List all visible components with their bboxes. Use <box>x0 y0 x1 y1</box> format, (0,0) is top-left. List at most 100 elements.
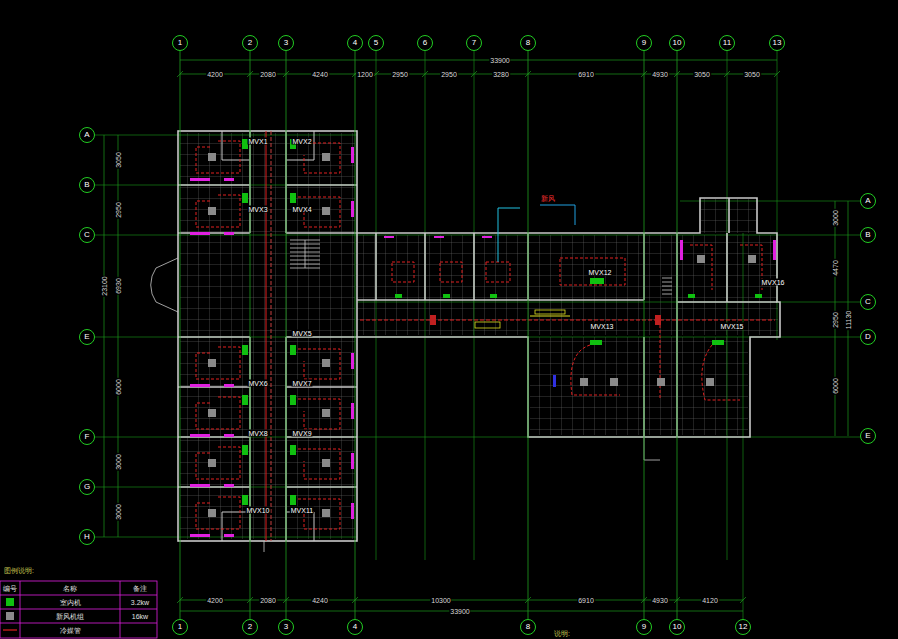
axis-line <box>644 51 645 619</box>
equipment-unit <box>384 236 776 387</box>
axis-bubble: A <box>79 127 95 143</box>
axis-bubble: 9 <box>636 619 652 635</box>
dimension-line <box>177 71 780 77</box>
axis-line <box>355 51 356 619</box>
equipment-unit <box>553 375 556 387</box>
dimension-label: 3050 <box>743 71 761 78</box>
axis-label: F <box>85 433 90 441</box>
dimension-label: 4200 <box>206 597 224 604</box>
axis-label: A <box>865 197 870 205</box>
equipment-unit <box>590 278 604 284</box>
axis-bubble: 13 <box>769 35 785 51</box>
axis-bubble: C <box>860 294 876 310</box>
equipment-unit <box>680 240 683 260</box>
ceiling-grid <box>180 133 355 539</box>
equipment-unit <box>697 255 705 263</box>
room-equipment <box>190 495 248 537</box>
legend-text: 新风机组 <box>55 613 85 620</box>
duct-line <box>571 320 740 400</box>
axis-grid-line <box>95 51 860 620</box>
stair <box>662 278 672 294</box>
axis-label: A <box>84 131 89 139</box>
stair <box>290 240 672 294</box>
equipment-unit <box>773 240 776 260</box>
axis-label: 3 <box>284 623 288 631</box>
axis-label: E <box>84 333 89 341</box>
dimension-label: 4240 <box>311 71 329 78</box>
axis-grid-line <box>95 135 860 537</box>
table-cell: 3.2kw <box>130 599 150 606</box>
building-wall <box>357 198 780 437</box>
dimension-label: 23100 <box>101 275 108 296</box>
dimension-label: 3280 <box>492 71 510 78</box>
table-cell: 编号 <box>2 585 18 592</box>
axis-label: 2 <box>248 623 252 631</box>
dimension-label: 2950 <box>115 201 122 219</box>
ceiling-grid <box>357 235 778 335</box>
duct-line <box>540 205 575 225</box>
dimension-label: 11130 <box>845 310 852 330</box>
room-equipment <box>290 395 354 429</box>
axis-label: 10 <box>673 623 682 631</box>
axis-bubble: F <box>79 429 95 445</box>
equipment-unit <box>590 340 602 345</box>
legend-text: 室内机 <box>59 599 82 606</box>
axis-line <box>180 51 181 619</box>
dimension-label: 4930 <box>651 597 669 604</box>
axis-bubble: 3 <box>278 619 294 635</box>
dimension-label: 4930 <box>651 71 669 78</box>
dimension-label: 6000 <box>115 378 122 396</box>
room-equipment <box>190 345 248 387</box>
duct-line <box>360 320 775 321</box>
dimension-label: 4470 <box>832 259 839 277</box>
axis-bubble: 2 <box>242 35 258 51</box>
axis-label: 5 <box>374 39 378 47</box>
axis-bubble: H <box>79 529 95 545</box>
axis-line <box>286 51 287 619</box>
dimension-label: 6000 <box>832 377 839 395</box>
dimension-label: 2950 <box>832 311 839 329</box>
axis-bubble: 10 <box>669 35 685 51</box>
axis-bubble: 4 <box>347 35 363 51</box>
equipment-label: MVX7 <box>291 380 312 387</box>
equipment-label: MVX1 <box>247 138 268 145</box>
duct-line <box>271 131 272 541</box>
dimension-label: 2080 <box>259 597 277 604</box>
axis-bubble: 8 <box>520 619 536 635</box>
axis-label: 2 <box>248 39 252 47</box>
duct-line <box>266 131 775 541</box>
axis-bubble: 2 <box>242 619 258 635</box>
axis-bubble: 6 <box>417 35 433 51</box>
legend-table <box>0 581 157 638</box>
room-equipment <box>190 445 248 487</box>
axis-label: H <box>84 533 90 541</box>
room-equipment <box>290 445 354 479</box>
note-label: 新风 <box>540 195 556 202</box>
stair <box>290 240 320 268</box>
building-wall <box>178 131 357 541</box>
duct-line <box>498 208 520 262</box>
equipment-unit <box>482 236 492 238</box>
axis-label: B <box>84 181 89 189</box>
equipment-label: MVX16 <box>761 279 786 286</box>
axis-label: 3 <box>284 39 288 47</box>
equipment-unit <box>535 310 565 314</box>
legend-sample <box>6 598 14 606</box>
axis-bubble: 1 <box>172 35 188 51</box>
dimension-label: 6930 <box>115 277 122 295</box>
axis-line <box>528 51 529 619</box>
axis-label: C <box>865 298 871 306</box>
equipment-label: MVX5 <box>291 330 312 337</box>
equipment-unit <box>657 378 665 386</box>
axis-bubble: 11 <box>719 35 735 51</box>
dimension-label: 3000 <box>832 209 839 227</box>
dimension-label: 3000 <box>115 503 122 521</box>
axis-line <box>250 51 251 619</box>
axis-bubble: 12 <box>735 619 751 635</box>
ceiling-grid <box>180 133 778 539</box>
room-equipment <box>290 495 354 529</box>
room-equipment <box>290 193 354 227</box>
axis-bubble: 9 <box>636 35 652 51</box>
axis-bubble: 3 <box>278 35 294 51</box>
